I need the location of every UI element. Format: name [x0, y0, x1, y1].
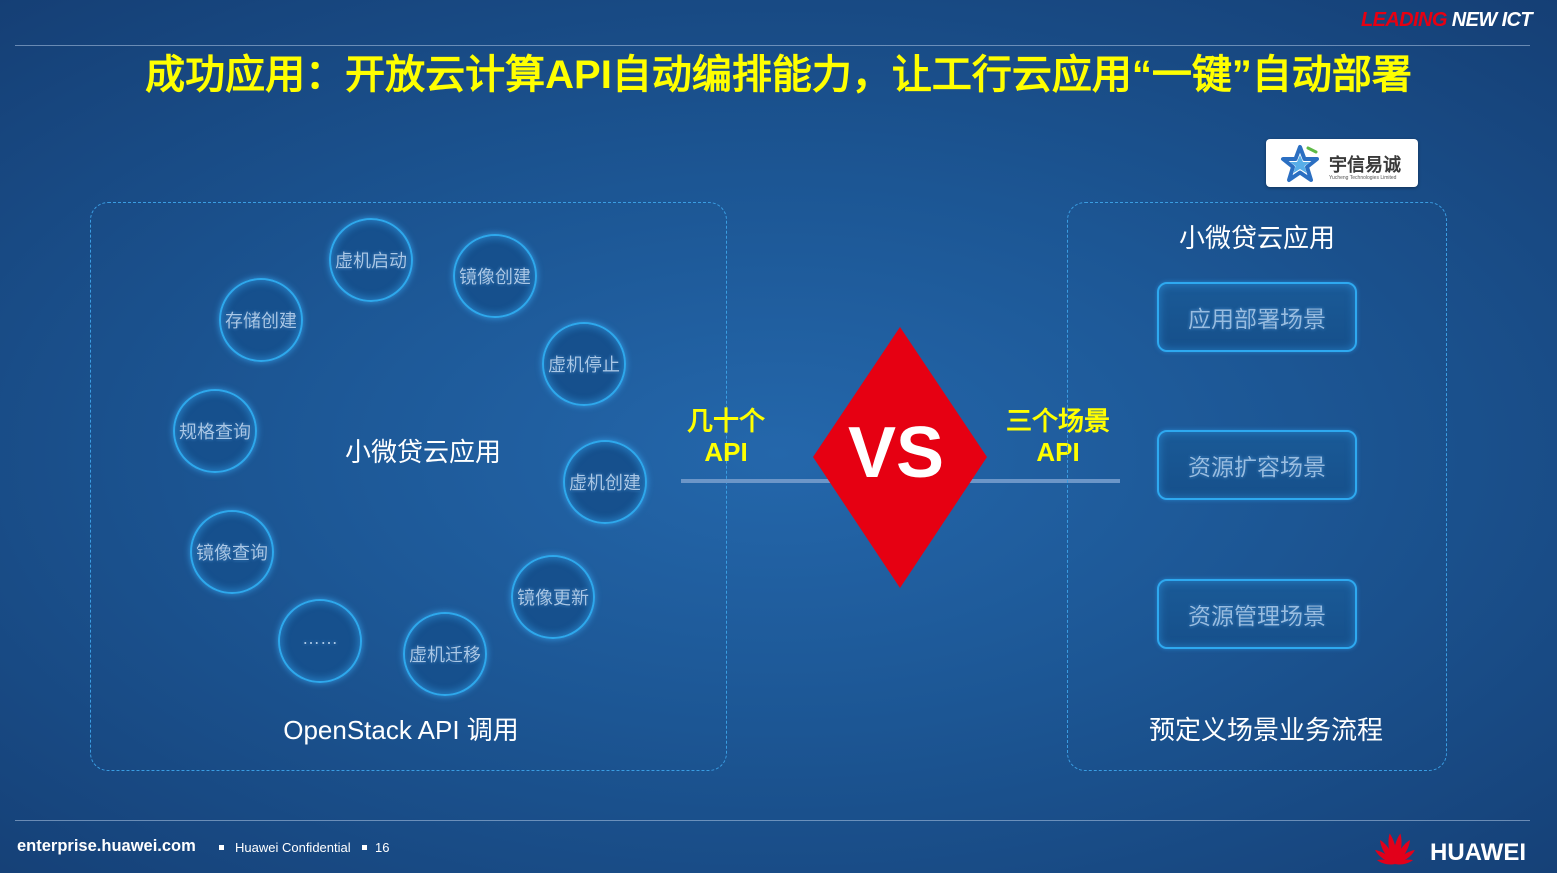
api-node-label: 镜像创建 [459, 267, 531, 287]
api-node-more: …… [278, 599, 362, 683]
api-node-label: 虚机停止 [548, 355, 620, 375]
api-node-label: 虚机创建 [569, 473, 641, 493]
right-count-text: 三个场景 [1005, 406, 1110, 436]
footer-separator [362, 845, 367, 850]
api-node: 存储创建 [219, 278, 303, 362]
header-divider [15, 45, 1530, 46]
partner-logo: 宇信易诚 Yucheng Technologies Limited [1266, 139, 1418, 187]
footer-separator [219, 845, 224, 850]
yucheng-logo-icon [1281, 145, 1319, 182]
page-number: 16 [375, 840, 390, 855]
api-node-label: 规格查询 [179, 422, 251, 442]
api-node-label: 存储创建 [225, 311, 297, 331]
footer-divider [15, 820, 1530, 821]
scenario-box: 资源管理场景 [1157, 579, 1357, 649]
right-unit-text: API [1036, 437, 1080, 467]
left-panel-caption: OpenStack API 调用 [283, 715, 519, 745]
api-node: 镜像创建 [453, 234, 537, 318]
api-node: 虚机迁移 [403, 612, 487, 696]
slide-title: 成功应用：开放云计算API自动编排能力，让工行云应用“一键”自动部署 [145, 53, 1412, 97]
openstack-api-panel [90, 202, 727, 771]
scenario-box: 资源扩容场景 [1157, 430, 1357, 500]
scenario-label: 资源管理场景 [1188, 603, 1326, 629]
vs-diamond [813, 327, 987, 588]
scenario-box: 应用部署场景 [1157, 282, 1357, 352]
scenario-label: 资源扩容场景 [1188, 454, 1326, 480]
left-unit-text: API [704, 437, 748, 467]
right-api-count: 三个场景 API [988, 406, 1128, 468]
huawei-logo-icon [1373, 832, 1417, 866]
footer-site: enterprise.huawei.com [17, 837, 196, 855]
api-node: 虚机创建 [563, 440, 647, 524]
left-count-text: 几十个 [686, 406, 765, 436]
right-panel-caption: 预定义场景业务流程 [1148, 715, 1383, 745]
api-node: 虚机启动 [329, 218, 413, 302]
api-node-label: 镜像更新 [517, 588, 589, 608]
left-center-label: 小微贷云应用 [344, 437, 501, 467]
api-node-label: 虚机启动 [335, 251, 407, 271]
api-node: 虚机停止 [542, 322, 626, 406]
api-node-label: 虚机迁移 [409, 645, 481, 665]
brand-leading: LEADING [1360, 9, 1447, 31]
huawei-wordmark: HUAWEI [1430, 839, 1526, 866]
vs-label: VS [847, 412, 945, 493]
left-api-count: 几十个 API [656, 406, 796, 468]
api-node-label: …… [302, 627, 338, 648]
partner-name: 宇信易诚 [1329, 155, 1401, 175]
leading-new-ict-brand: LEADING NEW ICT [1360, 9, 1533, 32]
scenario-label: 应用部署场景 [1188, 306, 1326, 332]
brand-new-ict: NEW ICT [1451, 9, 1533, 31]
api-node-label: 镜像查询 [196, 543, 268, 563]
scenario-panel [1067, 202, 1447, 771]
api-node: 镜像查询 [190, 510, 274, 594]
footer-confidentiality: Huawei Confidential [235, 840, 351, 855]
api-node: 镜像更新 [511, 555, 595, 639]
partner-subtitle: Yucheng Technologies Limited [1329, 175, 1397, 181]
api-node: 规格查询 [173, 389, 257, 473]
right-panel-title: 小微贷云应用 [1178, 223, 1335, 253]
